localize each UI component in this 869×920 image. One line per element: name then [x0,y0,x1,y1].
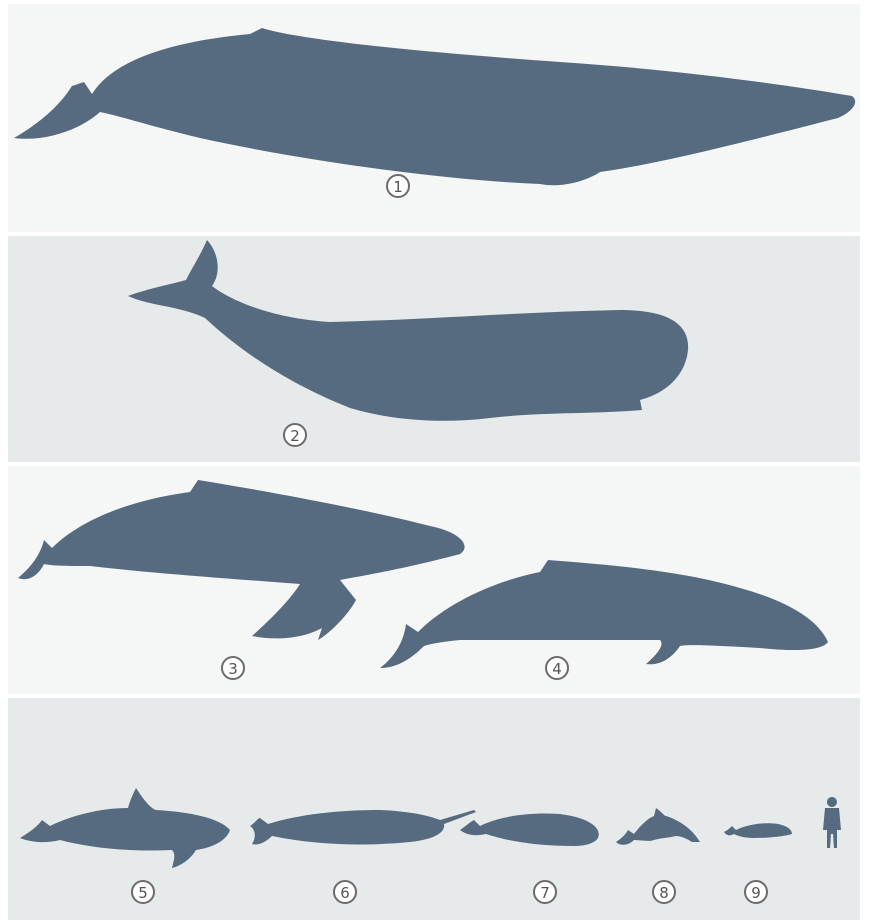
label-9: 9 [745,881,767,903]
label-1-text: 1 [393,178,403,196]
label-3-text: 3 [228,660,238,678]
label-7: 7 [534,881,556,903]
label-7-text: 7 [540,884,550,902]
label-6: 6 [334,881,356,903]
label-8-text: 8 [659,884,669,902]
label-5: 5 [132,881,154,903]
label-5-text: 5 [138,884,148,902]
label-8: 8 [653,881,675,903]
label-9-text: 9 [751,884,761,902]
label-2-text: 2 [290,427,300,445]
panel-3 [8,466,860,694]
label-6-text: 6 [340,884,350,902]
label-4-text: 4 [552,660,562,678]
label-4: 4 [546,657,568,679]
label-1: 1 [387,175,409,197]
label-2: 2 [284,424,306,446]
label-3: 3 [222,657,244,679]
